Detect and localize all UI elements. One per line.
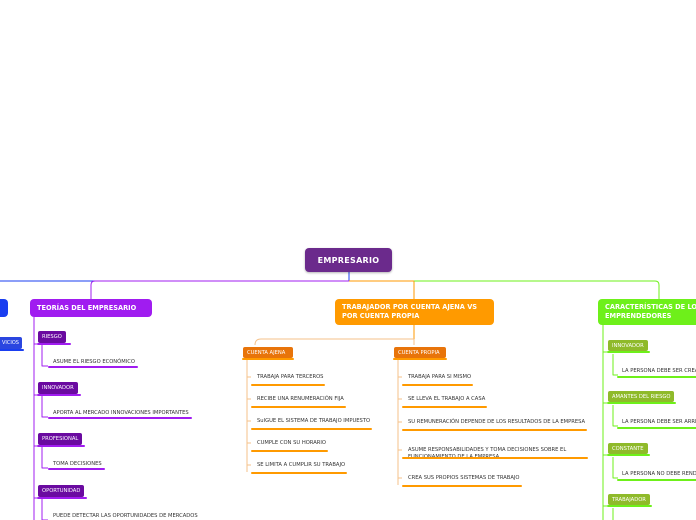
leaf-caracteristicas-0[interactable]: LA PERSONA DEBE SER CREATIVA bbox=[622, 368, 696, 374]
leaf-propia-3[interactable]: ASUME RESPONSABILIDADES Y TOMA DECISIONE… bbox=[408, 447, 567, 460]
root-node[interactable]: EMPRESARIO bbox=[305, 248, 392, 272]
leaf-ajena-3[interactable]: CUMPLE CON SU HORARIO bbox=[257, 440, 326, 446]
leaf-teorias-3[interactable]: PUEDE DETECTAR LAS OPORTUNIDADES DE MERC… bbox=[53, 513, 198, 519]
underline-teorias-sub-0 bbox=[37, 343, 71, 345]
leaf-ajena-2[interactable]: SuIGUE EL SISTEMA DE TRABAJO IMPUESTO bbox=[257, 418, 371, 424]
main-node-caracteristicas[interactable]: CARACTERÍSTICAS DE LOS EMPRENDEDORES bbox=[598, 299, 696, 325]
sub-node-teorias-1[interactable]: INNOVADOR bbox=[38, 382, 78, 394]
leaf-propia-1[interactable]: SE LLEVA EL TRABAJO A CASA bbox=[408, 396, 486, 402]
underline-caracteristicas-sub-0 bbox=[607, 351, 650, 353]
main-node-trabajador[interactable]: TRABAJADOR POR CUENTA AJENA VS POR CUENT… bbox=[335, 299, 494, 325]
underline-teorias-sub-2 bbox=[37, 445, 85, 447]
sub-node-propia[interactable]: CUENTA PROPIA bbox=[394, 347, 446, 358]
underline-propia-leaf-4 bbox=[402, 485, 522, 487]
underline-left bbox=[0, 349, 24, 351]
underline-teorias-leaf-2 bbox=[48, 468, 105, 470]
underline-ajena-leaf-0 bbox=[251, 384, 325, 386]
connector-caracteristicas-leaf-2 bbox=[612, 457, 618, 479]
connector-teorias-leaf-1 bbox=[41, 396, 48, 418]
leaf-ajena-0[interactable]: TRABAJA PARA TERCEROS bbox=[257, 374, 324, 380]
underline-ajena-leaf-4 bbox=[251, 472, 347, 474]
sub-node-teorias-3[interactable]: OPORTUNIDAD bbox=[38, 485, 85, 497]
leaf-teorias-2[interactable]: TOMA DECISIONES bbox=[53, 461, 102, 467]
underline-ajena-leaf-3 bbox=[251, 450, 328, 452]
connector-root-trabajador bbox=[349, 280, 415, 300]
leaf-teorias-0[interactable]: ASUME EL RIESGO ECONÓMICO bbox=[53, 359, 135, 365]
leaf-caracteristicas-1[interactable]: LA PERSONA DEBE SER ARRIESGADA bbox=[622, 419, 696, 425]
connector-trabajador-ajena bbox=[254, 338, 414, 346]
connector-teorias-leaf-3 bbox=[41, 499, 48, 520]
underline-teorias-sub-3 bbox=[37, 497, 87, 499]
main-node-teorias[interactable]: TEORÍAS DEL EMPRESARIO bbox=[30, 299, 152, 317]
sub-node-left[interactable]: VICIOS bbox=[0, 337, 22, 349]
leaf-propia-0[interactable]: TRABAJA PARA SI MISMO bbox=[408, 374, 472, 380]
underline-propia-leaf-0 bbox=[402, 384, 473, 386]
underline-propia-leaf-2 bbox=[402, 429, 587, 431]
sub-node-ajena[interactable]: CUENTA AJENA bbox=[243, 347, 293, 358]
main-node-left[interactable] bbox=[0, 299, 8, 317]
underline-ajena bbox=[242, 358, 294, 360]
underline-ajena-leaf-1 bbox=[251, 406, 346, 408]
connector-root-teorias bbox=[90, 280, 349, 300]
underline-caracteristicas-sub-3 bbox=[607, 505, 652, 507]
sub-node-caracteristicas-2[interactable]: CONSTANTE bbox=[608, 443, 648, 454]
leaf-ajena-4[interactable]: SE LIMITA A CUMPLIR SU TRABAJO bbox=[257, 462, 346, 468]
leaf-ajena-1[interactable]: RECIBE UNA RENUMERACIÓN FIJA bbox=[257, 396, 344, 402]
underline-caracteristicas-leaf-1 bbox=[617, 427, 696, 429]
leaf-caracteristicas-2[interactable]: LA PERSONA NO DEBE RENDIRSE bbox=[622, 471, 696, 477]
underline-teorias-sub-1 bbox=[37, 394, 81, 396]
leaf-propia-4[interactable]: CREA SUS PROPIOS SISTEMAS DE TRABAJO bbox=[408, 475, 520, 481]
underline-caracteristicas-sub-1 bbox=[607, 402, 676, 404]
underline-caracteristicas-sub-2 bbox=[607, 454, 650, 456]
connector-root-caracteristicas bbox=[414, 280, 660, 300]
sub-node-caracteristicas-1[interactable]: AMANTES DEL RIESGO bbox=[608, 391, 675, 402]
leaf-propia-2[interactable]: SU REMUNERACIÓN DEPENDE DE LOS RESULTADO… bbox=[408, 419, 586, 425]
underline-propia bbox=[393, 358, 447, 360]
leaf-teorias-1[interactable]: APORTA AL MERCADO INNOVACIONES IMPORTANT… bbox=[53, 410, 189, 416]
connector-caracteristicas-leaf-1 bbox=[612, 405, 618, 427]
connector-root-left bbox=[0, 272, 350, 282]
connector-teorias-leaf-2 bbox=[41, 447, 48, 469]
underline-propia-leaf-3 bbox=[402, 457, 588, 459]
underline-caracteristicas-leaf-2 bbox=[617, 479, 696, 481]
sub-node-caracteristicas-0[interactable]: INNOVADOR bbox=[608, 340, 648, 351]
sub-node-caracteristicas-3[interactable]: TRABAJADOR bbox=[608, 494, 650, 505]
underline-propia-leaf-1 bbox=[402, 406, 487, 408]
connector-teorias-leaf-0 bbox=[41, 345, 48, 367]
underline-ajena-leaf-2 bbox=[251, 428, 372, 430]
sub-node-teorias-0[interactable]: RIESGO bbox=[38, 331, 66, 343]
underline-teorias-leaf-1 bbox=[48, 417, 192, 419]
connector-caracteristicas-leaf-0 bbox=[612, 354, 618, 376]
underline-teorias-leaf-0 bbox=[48, 366, 138, 368]
underline-caracteristicas-leaf-0 bbox=[617, 376, 696, 378]
sub-node-teorias-2[interactable]: PROFESIONAL bbox=[38, 433, 83, 445]
